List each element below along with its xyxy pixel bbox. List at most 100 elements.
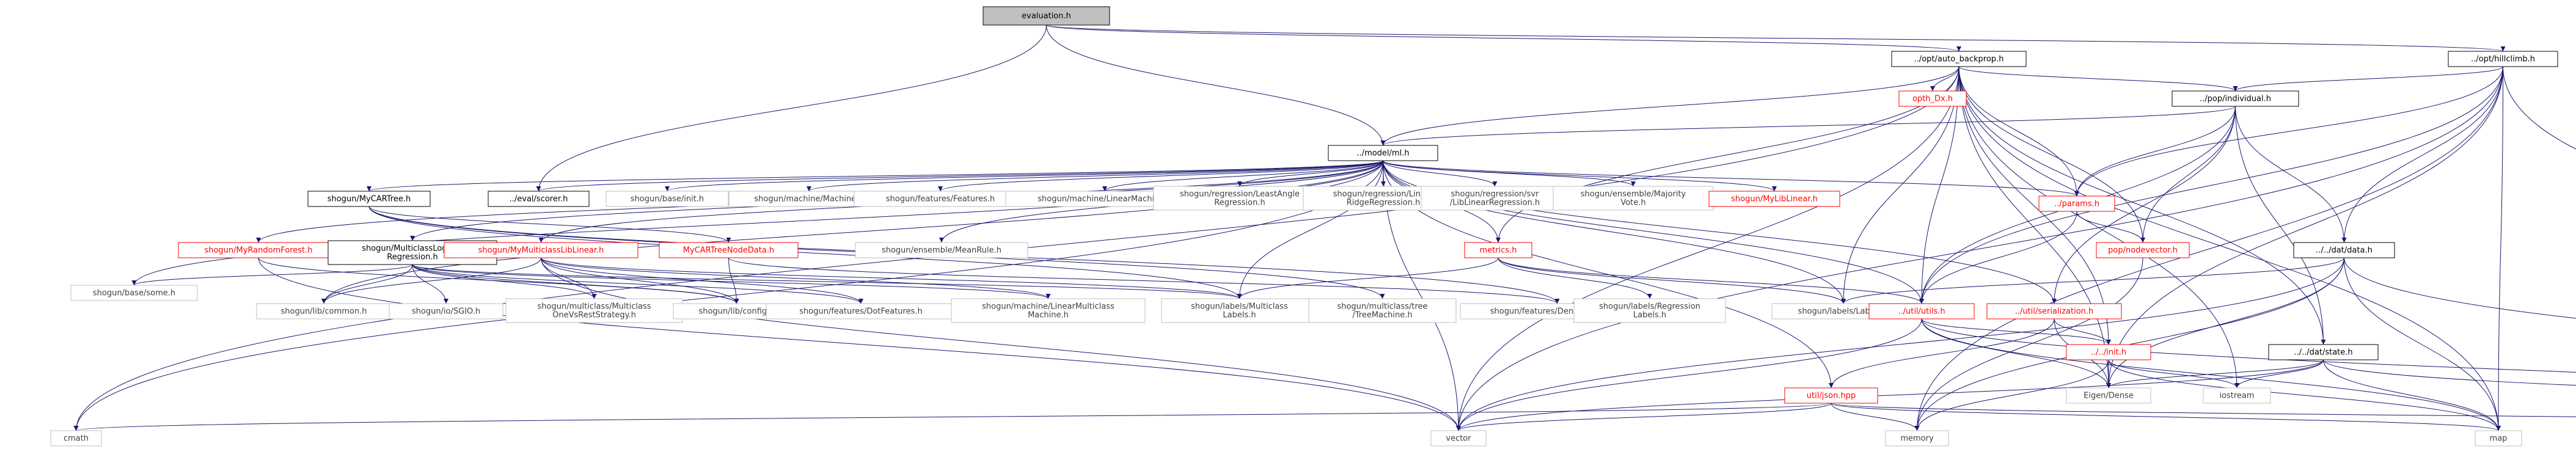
- node-meanrule-label-0: shogun/ensemble/MeanRule.h: [882, 246, 1001, 255]
- edge-evaluation-to-ml: [1046, 24, 1386, 146]
- edge-metrics-to-utils: [1498, 257, 1924, 304]
- edge-autobackprop-to-iostream: [1958, 66, 2239, 389]
- edge-mclogreg-to-sgio: [412, 264, 448, 304]
- edge-ml-to-dfeatures: [938, 160, 1383, 192]
- edge-popnodevector-to-memory: [1914, 257, 2143, 431]
- edge-params-to-utils: [1919, 211, 2077, 304]
- edge-mclogreg-to-linmcmachine: [412, 264, 1051, 299]
- edge-mymclibl-to-libcommon: [321, 257, 541, 304]
- node-dtdata[interactable]: ../../dat/data.h: [2293, 242, 2395, 258]
- node-opth[interactable]: opth_Dx.h: [1898, 90, 1967, 107]
- node-mycartnode[interactable]: MyCARTreeNodeData.h: [659, 242, 799, 258]
- edge-hillclimb-to-memory: [1914, 66, 2503, 431]
- node-individual-label-0: ../pop/individual.h: [2200, 95, 2271, 104]
- node-eigen-box: [2066, 387, 2151, 404]
- node-vector: vector: [1430, 430, 1487, 447]
- node-dfeatures-box: [854, 191, 1027, 207]
- node-individual[interactable]: ../pop/individual.h: [2172, 90, 2299, 107]
- node-serialization[interactable]: ../util/serialization.h: [1986, 303, 2122, 319]
- node-metrics-label-0: metrics.h: [1479, 246, 1517, 255]
- edge-hillclimb-to-eigen: [2106, 66, 2503, 389]
- edge-utils-to-init: [1921, 318, 2111, 345]
- node-baseinit-box: [606, 191, 729, 207]
- edge-autobackprop-to-popnodevector: [1958, 66, 2145, 243]
- node-params-label-0: ../params.h: [2054, 200, 2099, 209]
- edge-ml-to-majority: [1383, 160, 1636, 187]
- edge-ml-to-labels: [1383, 160, 1846, 304]
- edge-mymclibl-to-linmcmachine: [541, 257, 1051, 299]
- node-cmath-label-0: cmath: [64, 434, 89, 444]
- node-mylibl[interactable]: shogun/MyLibLinear.h: [1708, 191, 1840, 207]
- edge-serialization-to-init: [2054, 318, 2111, 345]
- node-mylibl-label-0: shogun/MyLibLinear.h: [1731, 195, 1818, 204]
- edge-ml-to-mclabels: [1237, 160, 1383, 299]
- edge-mymclibl-to-dotfeatures: [541, 257, 863, 304]
- node-meanrule-box: [855, 242, 1028, 258]
- edge-utils-to-map: [1921, 318, 2501, 431]
- edge-ml-to-evalscorer: [536, 160, 1383, 192]
- node-iostream-label-0: iostream: [2219, 392, 2254, 401]
- edge-init-to-map: [2108, 359, 2501, 431]
- edge-individual-to-serialization: [2052, 106, 2236, 304]
- node-myrf-label-0: shogun/MyRandomForest.h: [204, 246, 312, 255]
- node-mclogreg-label-1: Regression.h: [387, 253, 437, 262]
- node-popnodevector[interactable]: pop/nodevector.h: [2096, 242, 2190, 258]
- node-svrlibl-label-0: shogun/regression/svr: [1451, 190, 1540, 199]
- node-evalscorer[interactable]: ../eval/scorer.h: [488, 191, 590, 207]
- edge-hillclimb-to-dtdata: [2341, 66, 2503, 243]
- edge-init-to-memory: [1914, 359, 2109, 431]
- node-metrics[interactable]: metrics.h: [1464, 242, 1532, 258]
- node-onevsrest-box: [505, 298, 683, 323]
- node-params[interactable]: ../params.h: [2038, 195, 2115, 212]
- node-utils[interactable]: ../util/utils.h: [1868, 303, 1975, 319]
- edge-ml-to-params: [1383, 160, 2079, 197]
- node-ml-box: [1328, 145, 1438, 161]
- file-nodes: evaluation.h ../opt/auto_backprop.h ../opt…: [50, 6, 2558, 447]
- edge-mymclibl-to-libconfig: [541, 257, 739, 304]
- edge-mclogreg-to-libconfig: [412, 264, 739, 304]
- node-json[interactable]: util/json.hpp: [1784, 387, 1878, 404]
- edge-mycartree-to-mclabels: [368, 206, 1242, 299]
- node-myrf[interactable]: shogun/MyRandomForest.h: [178, 242, 339, 258]
- node-ml-label-0: ../model/ml.h: [1356, 149, 1409, 158]
- node-dfeatures-label-0: shogun/features/Features.h: [886, 195, 995, 204]
- node-popnodevector-label-0: pop/nodevector.h: [2108, 246, 2178, 255]
- edge-dtdata-to-labels: [1841, 257, 2344, 304]
- edge-json-to-string: [1831, 403, 2576, 417]
- node-dfeatures: shogun/features/Features.h: [854, 191, 1027, 207]
- node-evaluation[interactable]: evaluation.h: [982, 6, 1110, 26]
- node-utils-label-0: ../util/utils.h: [1898, 307, 1945, 316]
- edge-ml-to-linmachine: [1102, 160, 1383, 192]
- node-mclabels-box: [1161, 298, 1318, 323]
- edge-hillclimb-to-string: [2503, 66, 2576, 150]
- edge-dtdata-to-eigen: [2106, 257, 2344, 389]
- node-mycartree[interactable]: shogun/MyCARTree.h: [307, 191, 431, 207]
- node-json-label-0: util/json.hpp: [1807, 392, 1856, 401]
- node-libcommon-label-0: shogun/lib/common.h: [281, 307, 367, 316]
- edge-hillclimb-to-individual: [2233, 66, 2503, 92]
- node-map: map: [2475, 430, 2522, 447]
- node-svrlibl-label-1: /LibLinearRegression.h: [1450, 199, 1540, 208]
- node-autobackprop[interactable]: ../opt/auto_backprop.h: [1891, 51, 2027, 67]
- node-cmath: cmath: [50, 430, 102, 447]
- node-cmath-box: [50, 430, 102, 447]
- node-init[interactable]: ../../init.h: [2066, 344, 2151, 360]
- node-hillclimb-box: [2448, 51, 2558, 67]
- node-hillclimb[interactable]: ../opt/hillclimb.h: [2448, 51, 2558, 67]
- node-mymclibl[interactable]: shogun/MyMulticlassLibLinear.h: [444, 242, 639, 258]
- node-mclogreg-label-0: shogun/MulticlassLogistic: [362, 244, 463, 254]
- edge-json-to-vector: [1456, 403, 1832, 431]
- edge-mymclibl-to-mclabels: [541, 257, 1242, 299]
- node-leastangle-label-0: shogun/regression/LeastAngle: [1180, 190, 1300, 199]
- edge-dtdata-to-string: [2344, 257, 2576, 319]
- node-serialization-box: [1986, 303, 2122, 319]
- node-treemachine: shogun/multiclass/tree/TreeMachine.h: [1308, 298, 1457, 323]
- node-ml[interactable]: ../model/ml.h: [1328, 145, 1438, 161]
- node-dtstate[interactable]: ../../dat/state.h: [2268, 344, 2379, 360]
- edge-dtstate-to-iostream: [2234, 359, 2324, 389]
- node-onevsrest-label-0: shogun/multiclass/Multiclass: [538, 302, 651, 312]
- node-dotfeatures-label-0: shogun/features/DotFeatures.h: [799, 307, 923, 316]
- edge-evaluation-to-hillclimb: [1046, 24, 2505, 52]
